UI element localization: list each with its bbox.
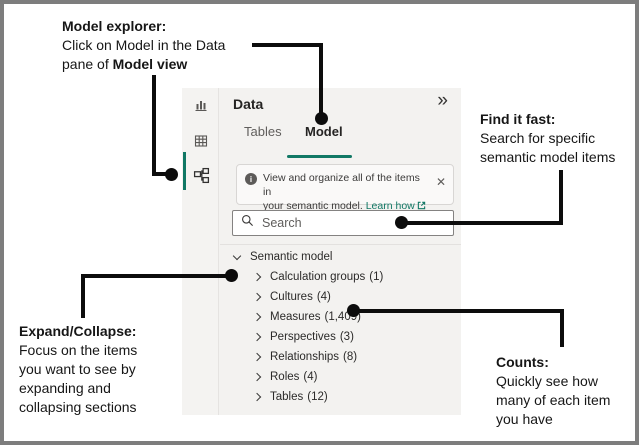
data-pane-window: Data » Tables Model i View and organize … <box>182 88 461 415</box>
connector-expand-line <box>81 274 234 278</box>
search-icon <box>241 214 254 232</box>
info-banner: i View and organize all of the items in … <box>236 164 454 212</box>
annotation-line: Focus on the items <box>19 342 138 358</box>
tree-item-calculation-groups[interactable]: Calculation groups (1) <box>220 267 461 287</box>
annotation-line: pane of Model view <box>62 56 188 72</box>
connector-model-tab-dot <box>315 112 328 125</box>
annotation-line: you want to see by <box>19 361 136 377</box>
annotation-title: Counts: <box>496 354 549 370</box>
tab-model[interactable]: Model <box>305 124 343 139</box>
connector-search-line <box>559 170 563 225</box>
tree-item-label: Relationships <box>270 351 340 363</box>
connector-model-view-line <box>152 172 172 176</box>
collapse-pane-icon[interactable]: » <box>437 90 448 111</box>
annotation-title: Expand/Collapse: <box>19 323 137 339</box>
annotation-title: Find it fast: <box>480 111 556 127</box>
annotation-find-it-fast: Find it fast: Search for specific semant… <box>480 110 630 167</box>
annotation-line: collapsing sections <box>19 399 137 415</box>
table-view-icon[interactable] <box>190 130 212 152</box>
connector-search-dot <box>395 216 408 229</box>
annotation-line: Click on Model in the Data <box>62 37 226 53</box>
chevron-down-icon[interactable] <box>232 251 242 260</box>
connector-model-view-dot <box>165 168 178 181</box>
tree-item-label: Calculation groups <box>270 271 366 283</box>
divider <box>220 244 461 245</box>
tree-item-count: (4) <box>316 291 331 303</box>
annotation-line: many of each item <box>496 392 611 408</box>
tree-item-roles[interactable]: Roles (4) <box>220 367 461 387</box>
annotation-expand-collapse: Expand/Collapse: Focus on the items you … <box>19 322 179 417</box>
tree-item-count: (1) <box>369 271 384 283</box>
annotation-counts: Counts: Quickly see how many of each ite… <box>496 353 635 429</box>
tree-item-perspectives[interactable]: Perspectives (3) <box>220 327 461 347</box>
close-icon[interactable]: ✕ <box>435 175 446 189</box>
selected-tab-underline <box>287 155 352 158</box>
tree-item-label: Cultures <box>270 291 313 303</box>
connector-expand-line <box>81 274 85 318</box>
chevron-right-icon[interactable] <box>252 332 262 342</box>
tree-item-label: Semantic model <box>250 251 333 263</box>
chevron-right-icon[interactable] <box>252 292 262 302</box>
external-link-icon <box>417 200 426 214</box>
connector-counts-line <box>560 309 564 347</box>
chevron-right-icon[interactable] <box>252 312 262 322</box>
chevron-right-icon[interactable] <box>252 372 262 382</box>
learn-how-link[interactable]: Learn how <box>365 200 415 212</box>
chevron-right-icon[interactable] <box>252 272 262 282</box>
connector-model-tab-line <box>252 43 323 47</box>
connector-counts-line <box>353 309 564 313</box>
info-banner-text: View and organize all of the items in yo… <box>263 171 428 214</box>
selected-view-indicator <box>183 152 186 190</box>
tree-item-label: Measures <box>270 311 321 323</box>
tree-item-count: (12) <box>307 391 328 403</box>
connector-model-tab-line <box>319 43 323 119</box>
tree-item-label: Tables <box>270 391 304 403</box>
report-view-icon[interactable] <box>190 94 212 116</box>
chevron-right-icon[interactable] <box>252 392 262 402</box>
connector-search-line <box>402 221 563 225</box>
tree-item-count: (4) <box>303 371 318 383</box>
annotation-model-explorer: Model explorer: Click on Model in the Da… <box>62 17 272 74</box>
annotation-line: semantic model items <box>480 149 616 165</box>
annotation-line: Search for specific <box>480 130 596 146</box>
pane-title: Data <box>233 96 264 112</box>
info-icon: i <box>245 173 257 185</box>
tree-item-cultures[interactable]: Cultures (4) <box>220 287 461 307</box>
model-view-icon[interactable] <box>190 164 212 186</box>
annotation-title: Model explorer: <box>62 18 167 34</box>
tree-item-relationships[interactable]: Relationships (8) <box>220 347 461 367</box>
view-switcher <box>182 88 219 415</box>
tree-item-count: (8) <box>343 351 358 363</box>
annotation-line: expanding and <box>19 380 111 396</box>
tree-item-label: Perspectives <box>270 331 336 343</box>
tree-item-label: Roles <box>270 371 300 383</box>
tree-item-tables[interactable]: Tables (12) <box>220 387 461 407</box>
tree-item-semantic-model[interactable]: Semantic model <box>220 247 461 267</box>
connector-expand-dot <box>225 269 238 282</box>
connector-model-view-line <box>152 75 156 176</box>
tree-item-count: (3) <box>339 331 354 343</box>
annotation-line: you have <box>496 411 553 427</box>
annotation-line: Quickly see how <box>496 373 598 389</box>
connector-counts-dot <box>347 304 360 317</box>
semantic-model-tree: Semantic model Calculation groups (1) Cu… <box>220 247 461 407</box>
tab-tables[interactable]: Tables <box>244 124 282 139</box>
chevron-right-icon[interactable] <box>252 352 262 362</box>
